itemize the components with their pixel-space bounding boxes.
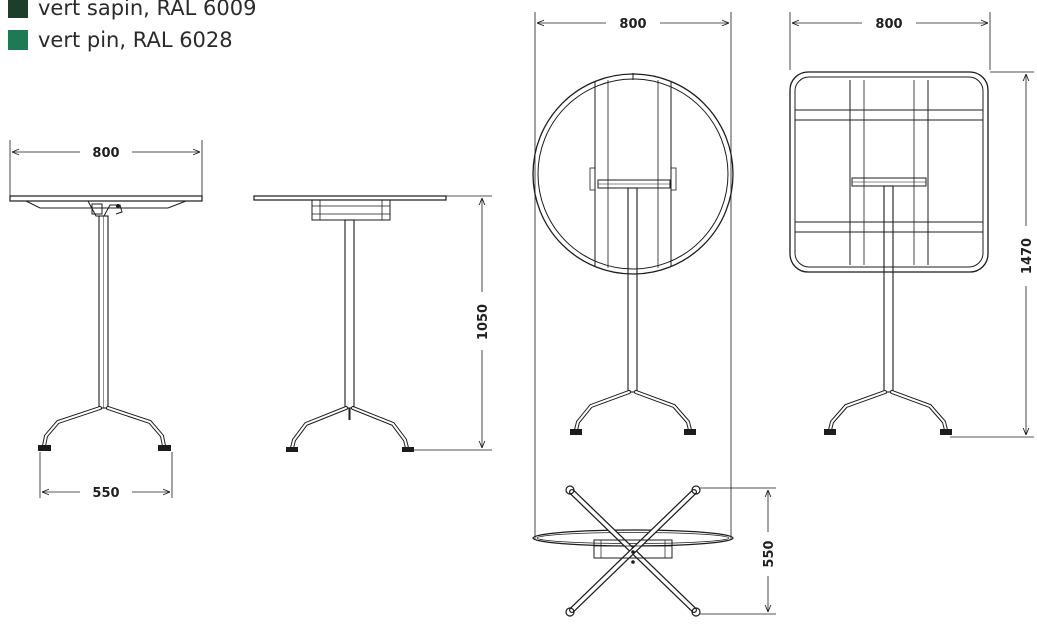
swatch-vert-pin (8, 30, 28, 50)
dimension-round-top-width: 800 (534, 12, 732, 540)
legend-item-vert-sapin: vert sapin, RAL 6009 (8, 0, 256, 24)
color-legend: vert sapin, RAL 6009 vert pin, RAL 6028 (8, 0, 256, 56)
legend-item-vert-pin: vert pin, RAL 6028 (8, 24, 256, 56)
label-side-base-width: 550 (92, 486, 119, 501)
label-front-height: 1050 (476, 304, 491, 340)
legend-label-vert-sapin: vert sapin, RAL 6009 (38, 0, 257, 20)
label-folded-base: 550 (762, 540, 777, 567)
label-folded-height: 1470 (1020, 238, 1035, 274)
label-side-top-width: 800 (92, 146, 119, 161)
dimension-folded-base: 550 (700, 487, 777, 615)
label-square-top-width: 800 (875, 17, 902, 32)
folded-table-view (532, 485, 734, 617)
square-top-table (789, 71, 989, 435)
label-round-top-width: 800 (619, 17, 646, 32)
side-view-table (9, 195, 203, 451)
front-view-table (253, 195, 447, 452)
dimension-front-height: 1050 (414, 195, 492, 451)
round-top-table (532, 73, 734, 435)
dimension-side-top-width: 800 (9, 140, 203, 196)
dimension-side-base-width: 550 (39, 452, 173, 501)
dimension-square-top-width: 800 (789, 12, 991, 70)
dimension-folded-height: 1470 (950, 71, 1035, 438)
swatch-vert-sapin (8, 0, 28, 18)
legend-label-vert-pin: vert pin, RAL 6028 (38, 28, 233, 52)
